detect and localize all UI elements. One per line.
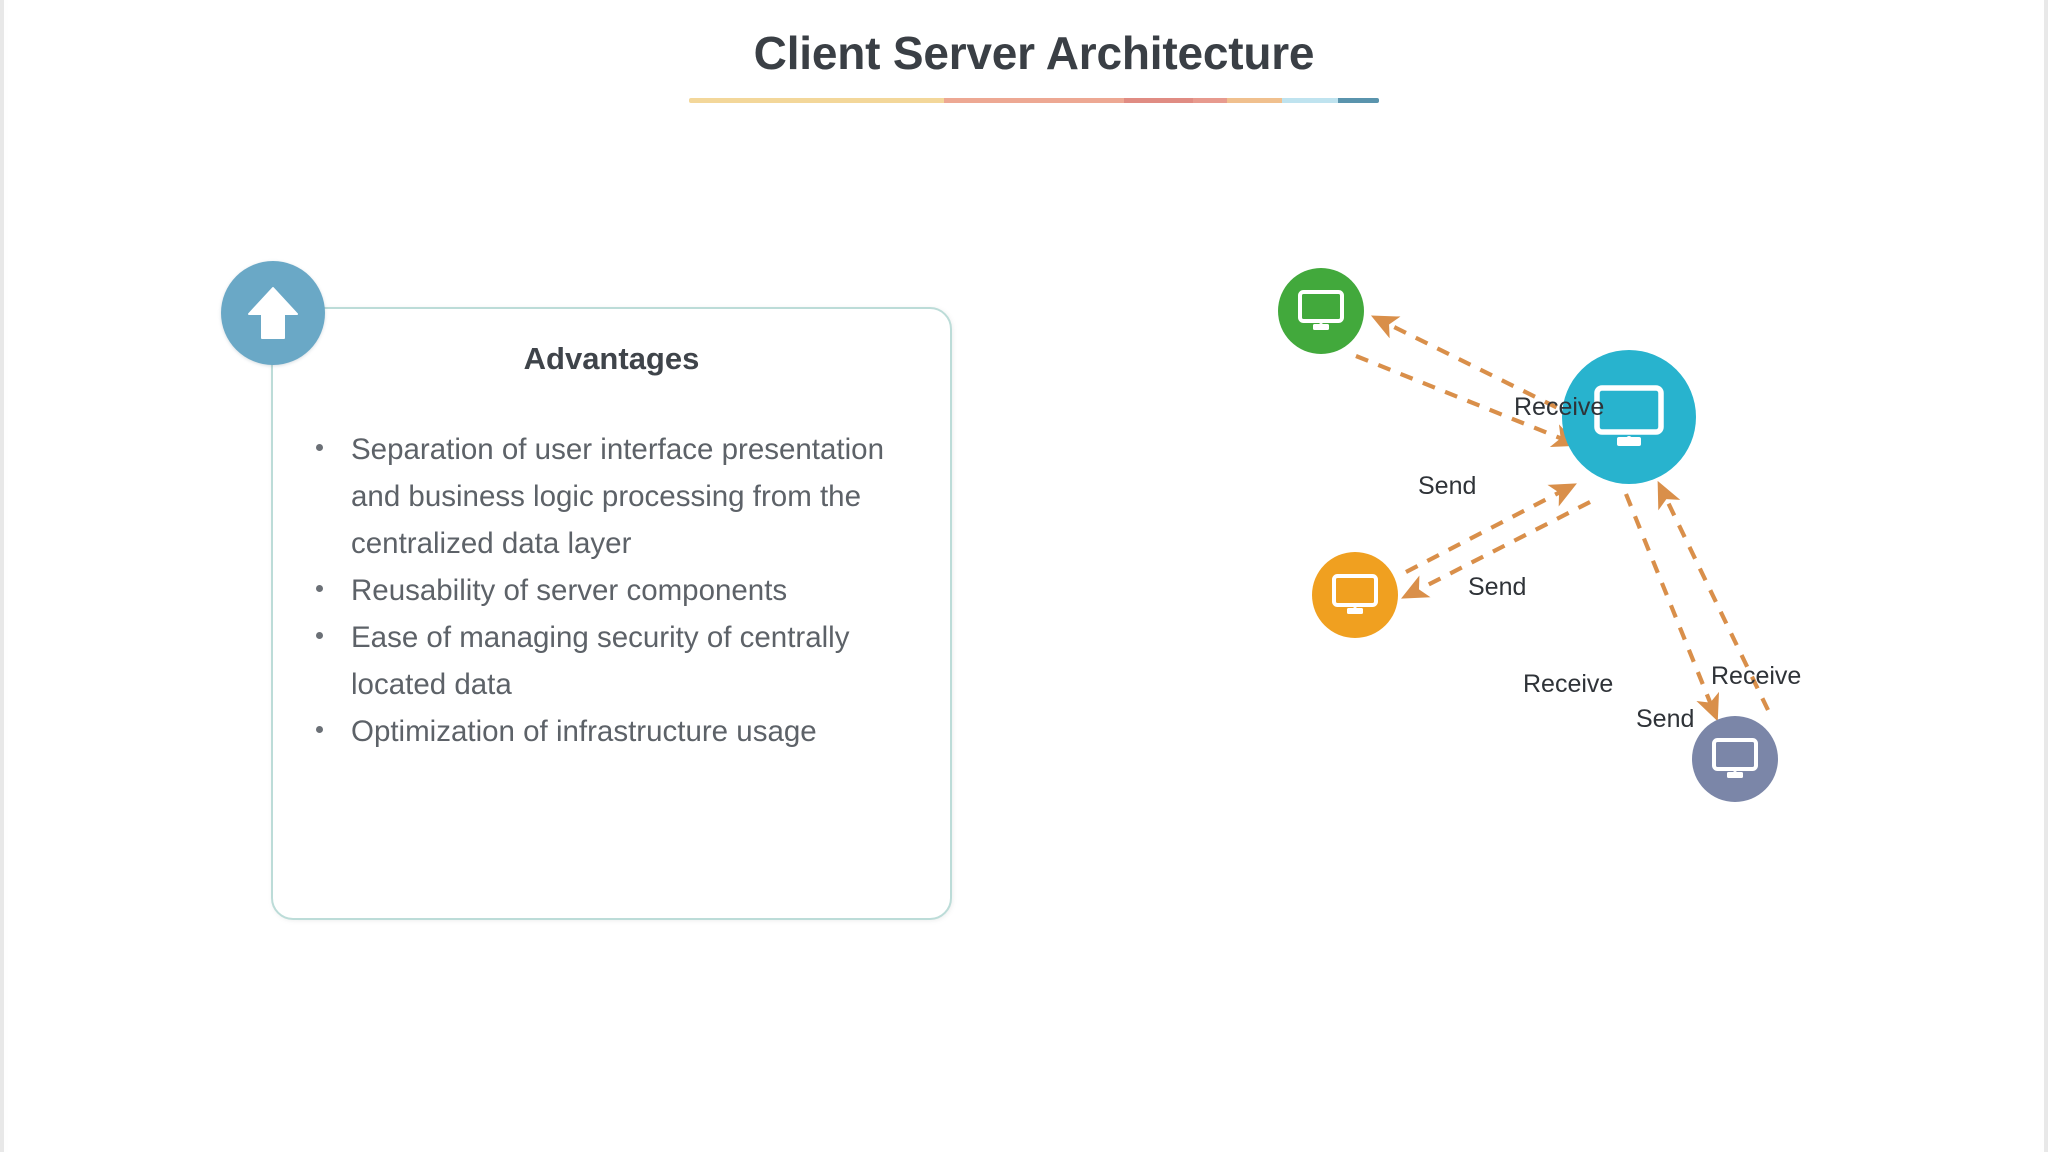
list-item-text: Optimization of infrastructure usage	[351, 715, 817, 748]
underline-segment-2	[944, 98, 1124, 103]
node-client-slate[interactable]	[1692, 716, 1778, 802]
advantages-card: Advantages Separation of user interface …	[271, 307, 952, 920]
bullet-dot-icon	[316, 632, 323, 639]
underline-segment-3	[1123, 98, 1193, 103]
bullet-dot-icon	[316, 726, 323, 733]
list-item: Ease of managing security of centrally l…	[307, 614, 907, 708]
arrow-green-to-server-send	[1355, 354, 1580, 448]
arrow-up-icon	[247, 284, 299, 342]
edge-label-receive-orange: Receive	[1523, 670, 1614, 698]
bullet-dot-icon	[316, 585, 323, 592]
monitor-icon	[1591, 382, 1667, 452]
arrow-slate-to-server-receive	[1657, 480, 1770, 711]
edge-label-send-green: Send	[1418, 472, 1477, 500]
arrow-server-to-orange-receive	[1401, 500, 1591, 599]
slide-canvas: Client Server Architecture Advantages Se…	[8, 0, 2040, 1152]
network-arrows-layer	[1355, 315, 1770, 722]
list-item: Optimization of infrastructure usage	[307, 708, 907, 755]
list-item: Reusability of server components	[307, 567, 907, 614]
title-underline-accent	[689, 98, 1379, 103]
page-title: Client Server Architecture	[753, 27, 1315, 79]
node-client-green[interactable]	[1278, 268, 1364, 354]
edge-label-receive-slate: Receive	[1711, 662, 1802, 690]
monitor-icon	[1296, 288, 1346, 334]
list-item-text: Reusability of server components	[351, 574, 788, 607]
underline-segment-6	[1282, 98, 1338, 103]
edge-label-send-slate: Send	[1636, 705, 1695, 733]
node-client-orange[interactable]	[1312, 552, 1398, 638]
underline-segment-4	[1192, 98, 1228, 103]
arrow-server-to-green-receive	[1370, 315, 1579, 420]
bullet-dot-icon	[316, 444, 323, 451]
advantages-bullet-list: Separation of user interface presentatio…	[307, 426, 907, 755]
monitor-icon	[1710, 736, 1760, 782]
node-server[interactable]	[1562, 350, 1696, 484]
underline-segment-5	[1227, 98, 1283, 103]
network-diagram: Receive Send Send Receive Send Receive	[1238, 250, 1998, 900]
underline-segment-7	[1337, 98, 1379, 103]
underline-segment-1	[689, 98, 945, 103]
advantages-heading: Advantages	[523, 341, 700, 376]
arrow-orange-to-server-send	[1405, 483, 1577, 574]
list-item-text: Ease of managing security of centrally l…	[351, 621, 850, 701]
edge-label-send-orange: Send	[1468, 573, 1527, 601]
edge-label-receive-green: Receive	[1514, 393, 1605, 421]
arrow-up-badge	[221, 261, 325, 365]
arrow-server-to-slate-send	[1624, 493, 1720, 722]
list-item: Separation of user interface presentatio…	[307, 426, 907, 567]
monitor-icon	[1330, 572, 1380, 618]
list-item-text: Separation of user interface presentatio…	[351, 433, 884, 560]
title-block: Client Server Architecture	[689, 27, 1379, 103]
